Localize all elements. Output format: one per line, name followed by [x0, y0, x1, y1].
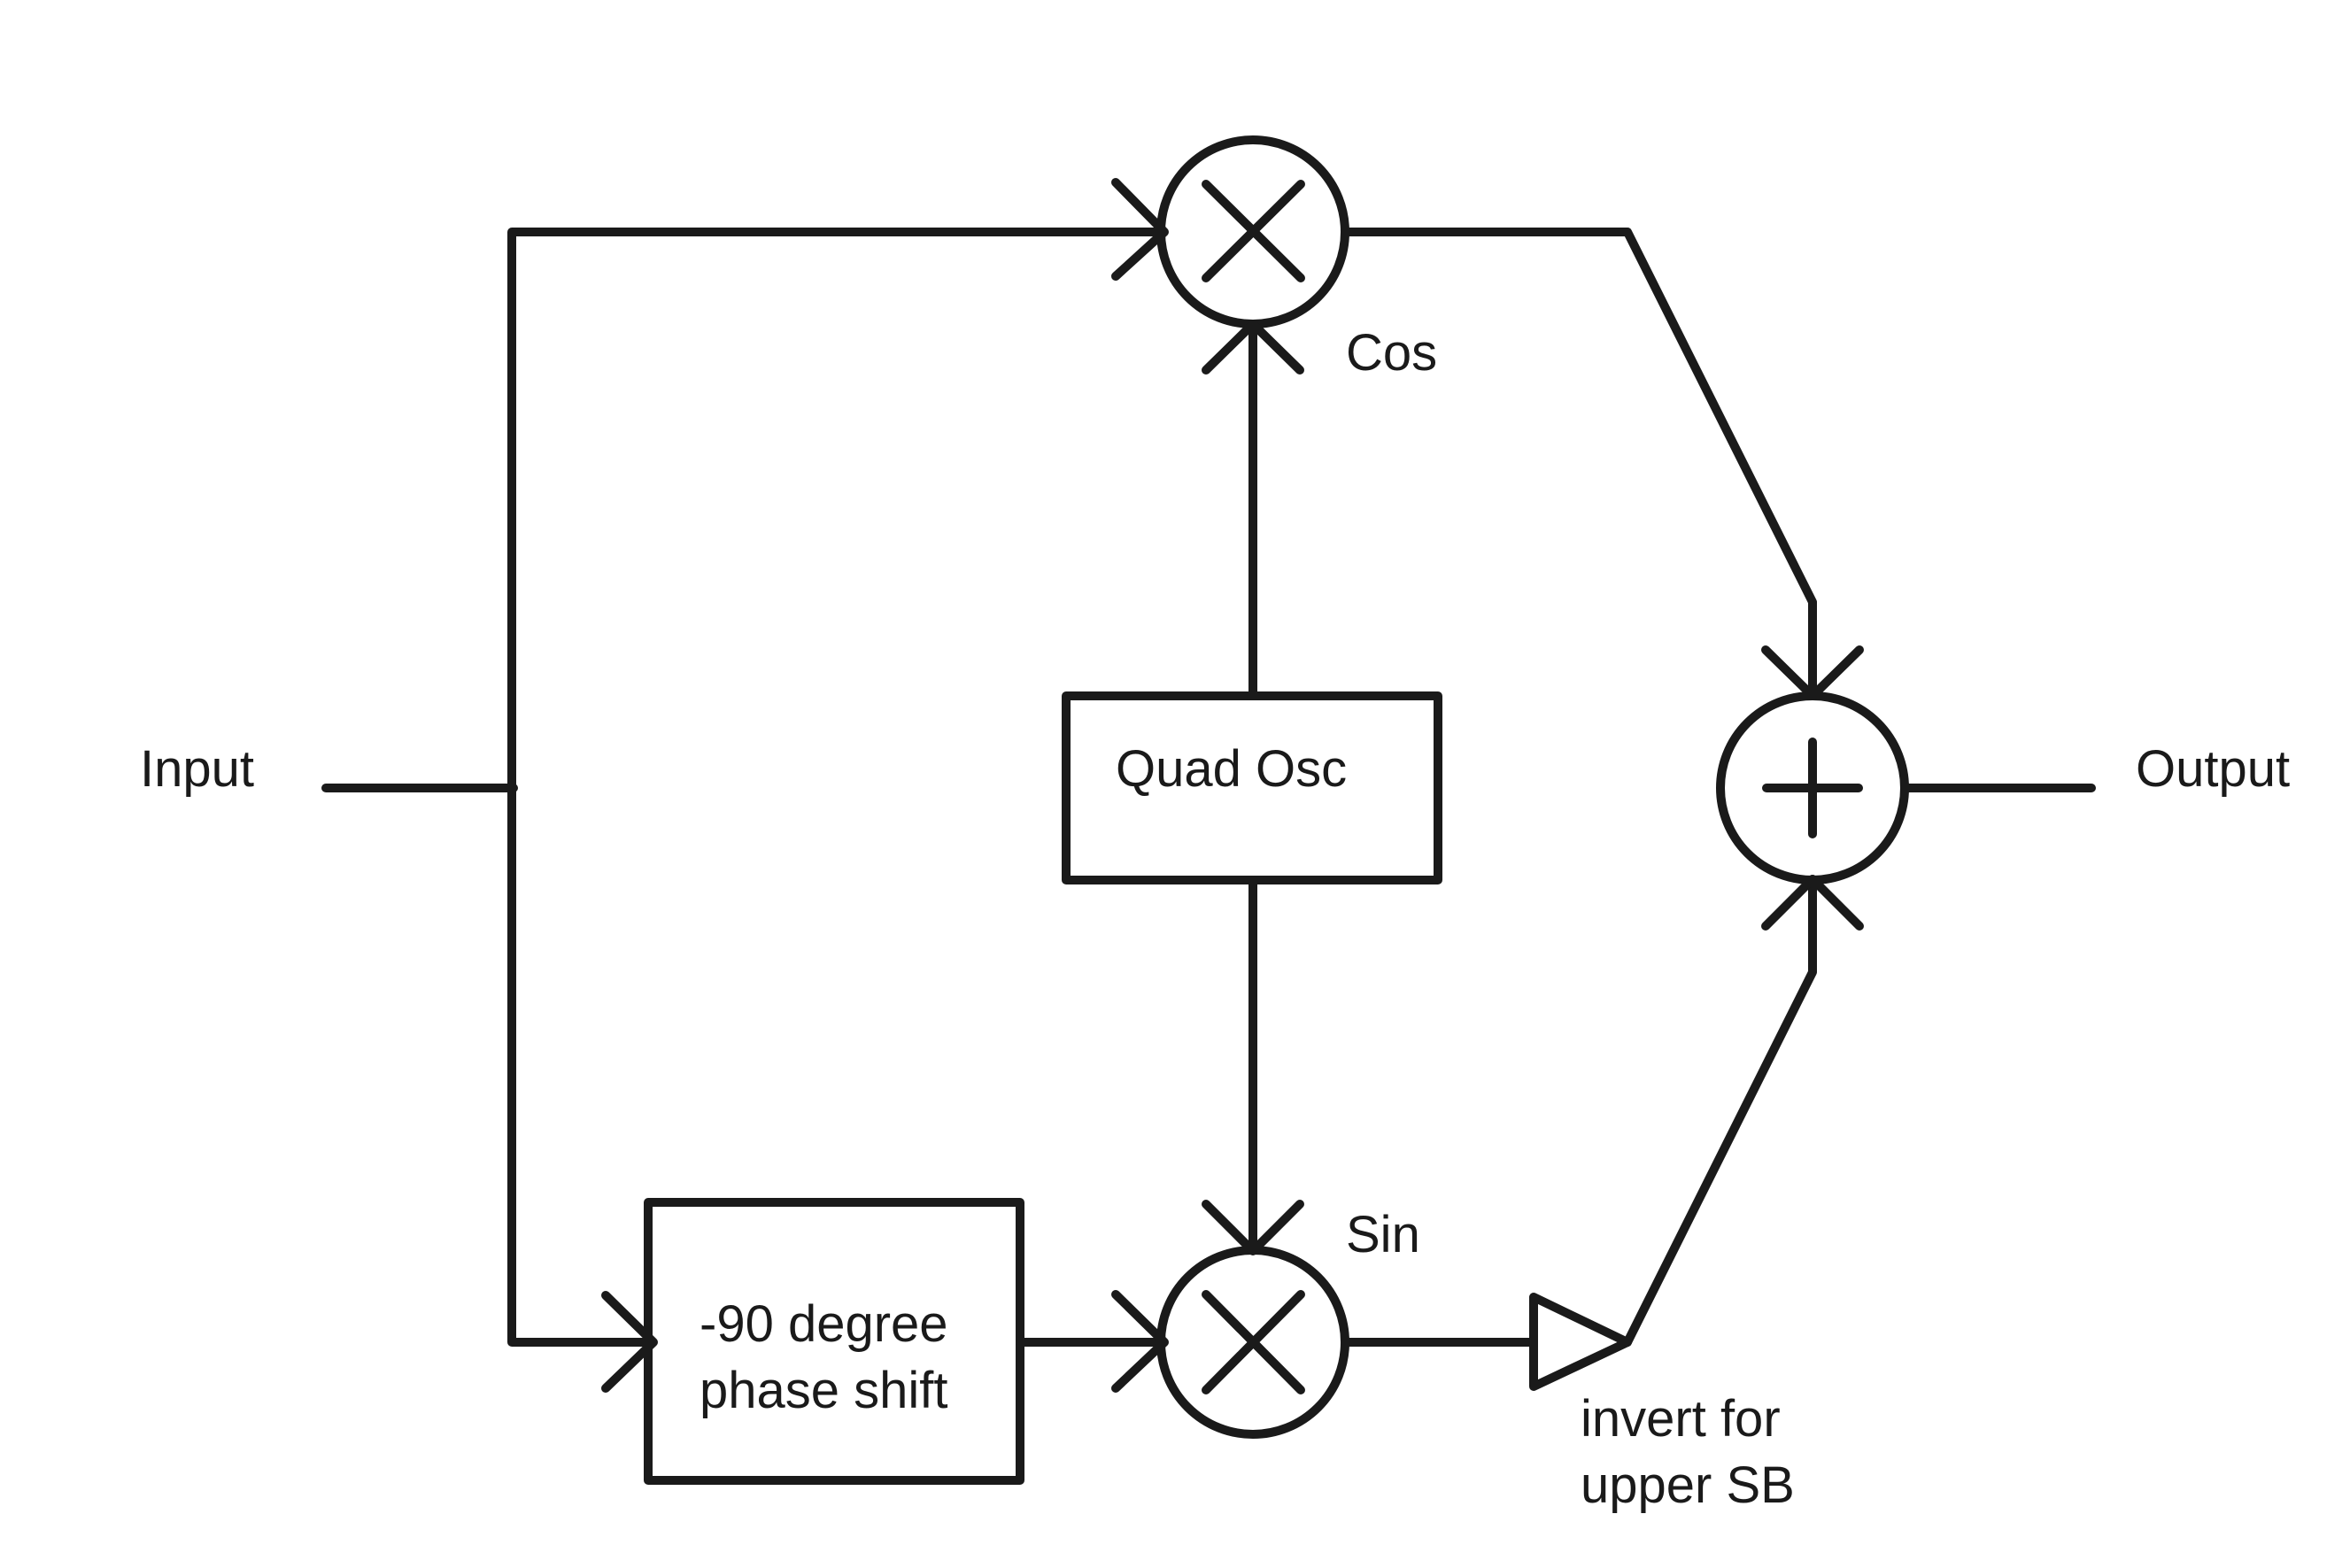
input-label: Input — [140, 740, 254, 798]
edge-quad-osc-to-mixer-sin — [1202, 876, 1304, 1255]
phase-shift-label-line2: phase shift — [700, 1362, 948, 1419]
mixer-sin: Sin — [1156, 1206, 1420, 1439]
sin-label: Sin — [1346, 1206, 1420, 1263]
edge-phase-shift-to-mixer-sin — [1016, 1290, 1169, 1393]
arrowhead-phase-shift-left — [601, 1291, 658, 1393]
mixer-cos: Cos — [1156, 135, 1437, 382]
inverter-triangle-icon — [1529, 1293, 1632, 1391]
edge-mixer-cos-to-summer — [1341, 228, 1864, 700]
invert-label-line1: invert for — [1581, 1390, 1781, 1448]
output-label: Output — [2136, 740, 2290, 798]
edge-inverter-to-summer — [1623, 875, 1864, 1347]
arrowhead-mixer-cos-bottom — [1202, 320, 1304, 375]
edge-input-to-phase-shift — [507, 784, 658, 1393]
invert-label-line2: upper SB — [1581, 1456, 1795, 1514]
summer — [1716, 691, 1909, 884]
quad-osc-label: Quad Osc — [1116, 740, 1347, 798]
quad-osc-block: Quad Osc — [1062, 691, 1442, 884]
inverter: invert for upper SB — [1529, 1293, 1795, 1514]
phase-shift-block: -90 degree phase shift — [644, 1198, 1024, 1485]
phase-shift-label-line1: -90 degree — [700, 1295, 948, 1353]
arrowhead-mixer-sin-top — [1202, 1200, 1304, 1255]
cos-label: Cos — [1346, 324, 1437, 382]
edge-quad-osc-to-mixer-cos — [1202, 320, 1304, 700]
